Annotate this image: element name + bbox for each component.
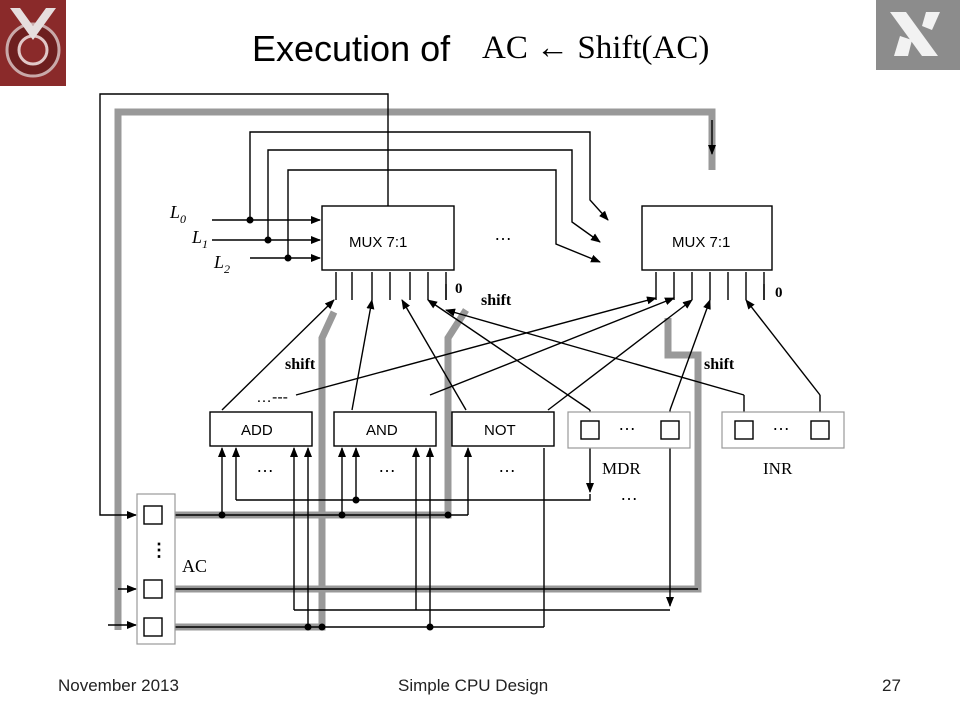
and-label: AND [366, 422, 398, 439]
mux-left-dots: … [494, 224, 512, 244]
inr-label: INR [763, 459, 793, 478]
label-l2: L2 [213, 252, 230, 276]
footer-course-title: Simple CPU Design [398, 676, 549, 695]
junction-dots [218, 216, 452, 631]
slide-title: Execution of [252, 28, 451, 69]
mux-left [321, 205, 455, 271]
shift-label-mid-right: shift [704, 356, 735, 373]
and-input-dots: … [378, 456, 396, 476]
label-l1: L1 [191, 227, 208, 251]
add-label: ADD [241, 422, 273, 439]
mux-right [641, 205, 773, 271]
label-l0: L0 [169, 202, 186, 226]
zero-left: 0 [455, 281, 463, 297]
not-label: NOT [484, 422, 516, 439]
add-unit [209, 411, 313, 447]
ac-vdots: ⋮ [150, 540, 168, 560]
add-input-dots: … [256, 456, 274, 476]
ac-label: AC [182, 556, 207, 576]
not-unit [451, 411, 555, 447]
shift-label-top: shift [481, 292, 512, 309]
footer-date: November 2013 [58, 676, 179, 695]
technion-logo [0, 0, 66, 86]
footer-page-number: 27 [882, 676, 901, 695]
mdr-dots: … [618, 414, 636, 434]
and-unit [333, 411, 437, 447]
title-formula: AC ← Shift(AC) [482, 30, 710, 66]
openu-logo [876, 0, 960, 70]
zero-right: 0 [775, 285, 783, 301]
shift-label-mid-left: shift [285, 356, 316, 373]
not-input-dots: … [498, 456, 516, 476]
dots-row-left: …--- [256, 389, 288, 406]
mux-left-label: MUX 7:1 [349, 234, 407, 251]
inr-dots: … [772, 414, 790, 434]
mdr-label: MDR [602, 459, 641, 478]
mdr-below-dots: … [620, 484, 638, 504]
wiring [99, 93, 821, 629]
shift-path-highlight [114, 108, 716, 631]
mux-right-label: MUX 7:1 [672, 234, 730, 251]
